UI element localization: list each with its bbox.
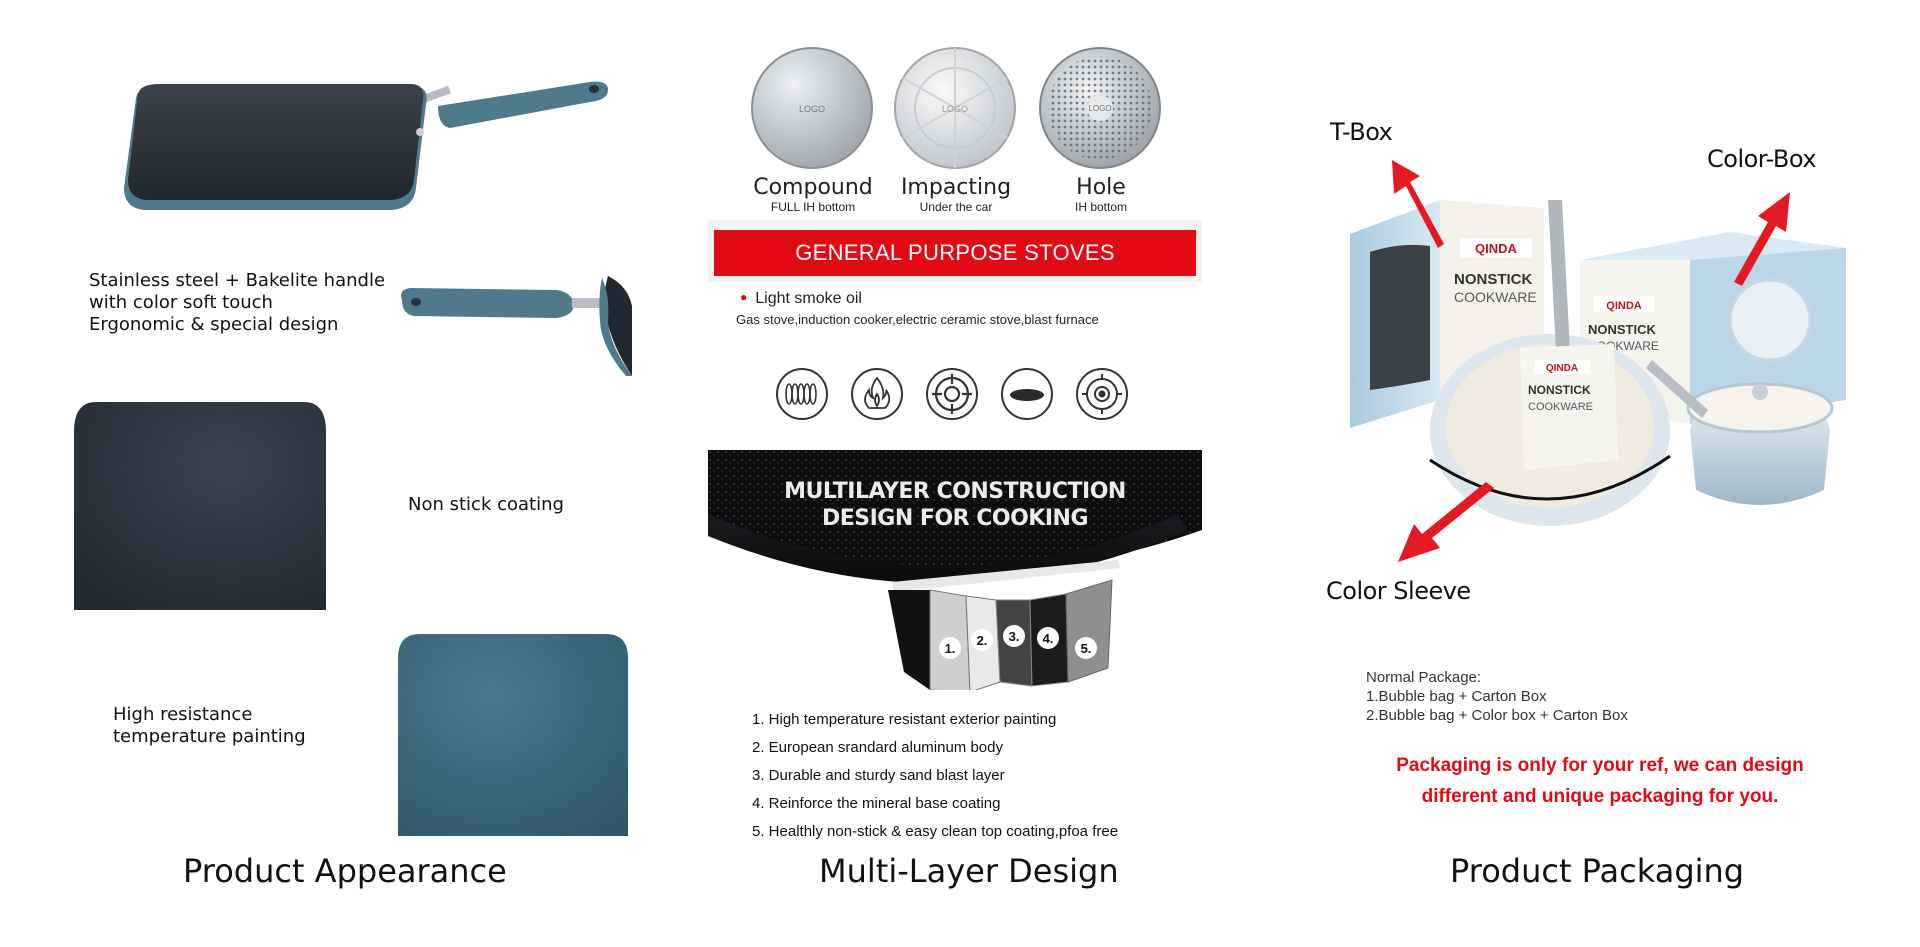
product-appearance-panel: Stainless steel + Bakelite handle with c… xyxy=(0,0,640,947)
feature-painting-line1: High resistance xyxy=(113,704,253,725)
smoke-line: ● Light smoke oil xyxy=(740,290,862,308)
compound-logo-text: LOGO xyxy=(799,104,825,114)
handle-closeup-image xyxy=(401,276,632,376)
sleeve-text-1: NONSTICK xyxy=(1528,383,1591,397)
packaging-note-line1: Packaging is only for your ref, we can d… xyxy=(1396,755,1804,776)
tbox-text-1: NONSTICK xyxy=(1454,271,1533,288)
normal-package-option-1: 1.Bubble bag + Carton Box xyxy=(1366,688,1547,705)
ceramic-plate-icon xyxy=(1001,368,1053,420)
flame-icon xyxy=(851,368,903,420)
feature-handle-line3: Ergonomic & special design xyxy=(89,314,339,335)
colorbox-brand: QINDA xyxy=(1606,300,1642,312)
packaging-photo: QINDA NONSTICK COOKWARE QINDA NONSTICK C… xyxy=(1350,200,1846,526)
normal-package-info: Normal Package: 1.Bubble bag + Carton Bo… xyxy=(1366,668,1628,725)
compound-bottom-disc-icon: LOGO xyxy=(751,47,873,169)
impacting-logo-text: LOGO xyxy=(942,104,968,114)
feature-handle-line2: with color soft touch xyxy=(89,292,273,313)
normal-package-title: Normal Package: xyxy=(1366,669,1482,686)
bottom-impacting-sub: Under the car xyxy=(919,200,993,214)
stove-types-text: Gas stove,induction cooker,electric cera… xyxy=(736,312,1099,327)
sleeve-arrow-icon xyxy=(1398,482,1494,562)
griddle-pan-image xyxy=(124,81,608,210)
caption-multilayer-design: Multi-Layer Design xyxy=(819,852,1119,890)
bottom-hole-title: Hole xyxy=(1076,175,1126,200)
colorbox-arrow-icon xyxy=(1734,192,1790,286)
construction-title: MULTILAYER CONSTRUCTION DESIGN FOR COOKI… xyxy=(708,478,1202,532)
caption-product-appearance: Product Appearance xyxy=(183,852,507,890)
impacting-bottom-disc-icon: LOGO xyxy=(894,47,1016,169)
colorbox-text-1: NONSTICK xyxy=(1588,322,1657,337)
coil-burner-icon xyxy=(776,368,828,420)
layer-item: 2. European srandard aluminum body xyxy=(752,739,1003,756)
gas-burner-icon xyxy=(926,368,978,420)
bottom-impacting: Impacting Under the car xyxy=(886,175,1026,215)
layer-number-3: 3. xyxy=(1009,629,1020,644)
tbox-text-2: COOKWARE xyxy=(1454,289,1537,305)
bottom-impacting-title: Impacting xyxy=(900,175,1012,200)
sleeve-brand: QINDA xyxy=(1546,363,1578,374)
smoke-text: Light smoke oil xyxy=(755,290,862,307)
feature-nonstick-line1: Non stick coating xyxy=(408,494,564,515)
exterior-painting-image xyxy=(398,634,628,836)
bullet-dot-icon: ● xyxy=(740,290,748,304)
induction-icon xyxy=(1076,368,1128,420)
layer-item: 3. Durable and sturdy sand blast layer xyxy=(752,767,1005,784)
stoves-banner: GENERAL PURPOSE STOVES xyxy=(714,230,1196,276)
bottom-hole-sub: IH bottom xyxy=(1074,200,1128,214)
bottom-compound-sub: FULL IH bottom xyxy=(770,200,856,214)
construction-title-line2: DESIGN FOR COOKING xyxy=(821,506,1089,531)
tbox-label: T-Box xyxy=(1330,118,1393,146)
feature-handle: Stainless steel + Bakelite handle with c… xyxy=(89,270,385,336)
feature-painting-line2: temperature painting xyxy=(113,726,306,747)
multilayer-design-panel: LOGO LOGO LOGO Compound FULL IH bottom I… xyxy=(640,0,1280,947)
layer-item: 4. Reinforce the mineral base coating xyxy=(752,795,1001,812)
construction-title-line1: MULTILAYER CONSTRUCTION xyxy=(784,479,1126,504)
layer-item: 5. Healthly non-stick & easy clean top c… xyxy=(752,823,1119,840)
nonstick-coating-image xyxy=(74,402,326,610)
feature-nonstick: Non stick coating xyxy=(408,494,564,516)
bottom-compound: Compound FULL IH bottom xyxy=(743,175,883,215)
feature-painting: High resistance temperature painting xyxy=(113,704,306,748)
layer-item: 1. High temperature resistant exterior p… xyxy=(752,711,1057,728)
tbox-arrow-icon xyxy=(1392,160,1444,248)
bottom-hole: Hole IH bottom xyxy=(1031,175,1171,215)
packaging-note-line2: different and unique packaging for you. xyxy=(1421,786,1779,807)
layer-number-4: 4. xyxy=(1043,631,1054,646)
feature-handle-line1: Stainless steel + Bakelite handle xyxy=(89,270,386,291)
layer-number-2: 2. xyxy=(977,633,988,648)
multilayer-construction-image: 1. 2. 3. 4. 5. MULTILAYER CONSTRUCTION D… xyxy=(708,450,1202,690)
layer-list: 1. High temperature resistant exterior p… xyxy=(752,706,1118,846)
layer-number-1: 1. xyxy=(945,641,956,656)
packaging-note: Packaging is only for your ref, we can d… xyxy=(1280,750,1920,812)
tbox-brand: QINDA xyxy=(1475,241,1518,256)
layer-number-5: 5. xyxy=(1081,641,1092,656)
product-packaging-panel: QINDA NONSTICK COOKWARE QINDA NONSTICK C… xyxy=(1280,0,1920,947)
bottom-compound-title: Compound xyxy=(753,175,873,200)
hole-bottom-disc-icon: LOGO xyxy=(1039,47,1161,169)
caption-product-packaging: Product Packaging xyxy=(1450,852,1745,890)
sleeve-label: Color Sleeve xyxy=(1326,577,1471,605)
colorbox-label: Color-Box xyxy=(1707,145,1817,173)
hole-logo-text: LOGO xyxy=(1088,104,1111,113)
sleeve-text-2: COOKWARE xyxy=(1528,401,1593,413)
normal-package-option-2: 2.Bubble bag + Color box + Carton Box xyxy=(1366,707,1628,724)
